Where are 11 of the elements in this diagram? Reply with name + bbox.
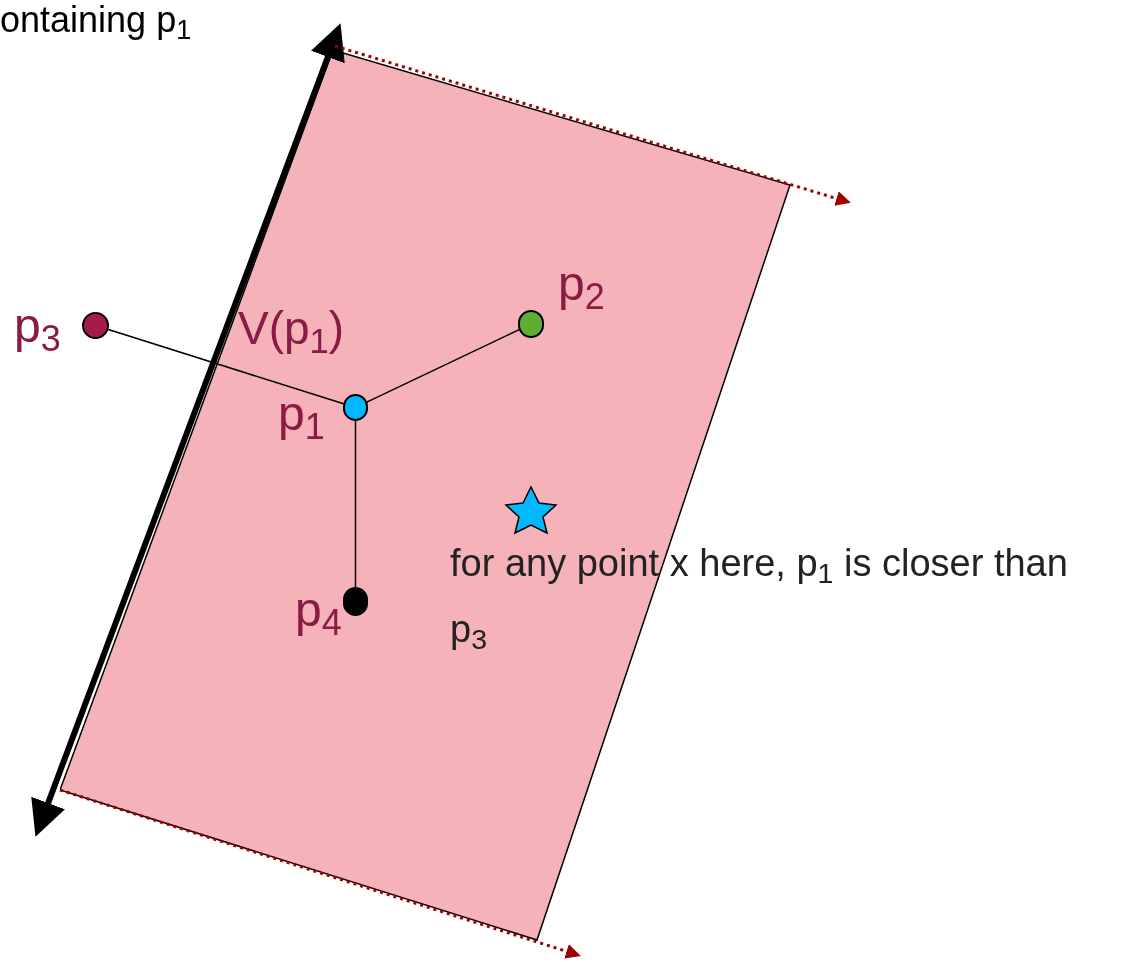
connector-line (354, 419, 357, 590)
heading-text: ontaining p$_{1}$ (0, 0, 193, 40)
connector-line (366, 328, 520, 403)
region-label: V(p$_{1}$) (238, 301, 345, 356)
voronoi-cell-region (60, 50, 791, 941)
connector-line (107, 328, 345, 405)
point-label: p$_{4}$ (295, 582, 342, 640)
point-label: p$_{2}$ (558, 256, 605, 314)
point-label: p$_{1}$ (278, 386, 325, 444)
point-label: p$_{3}$ (14, 298, 61, 356)
note-text: for any point x here, p$_{1}$ is closer than p$_{3}$ (450, 541, 1069, 658)
